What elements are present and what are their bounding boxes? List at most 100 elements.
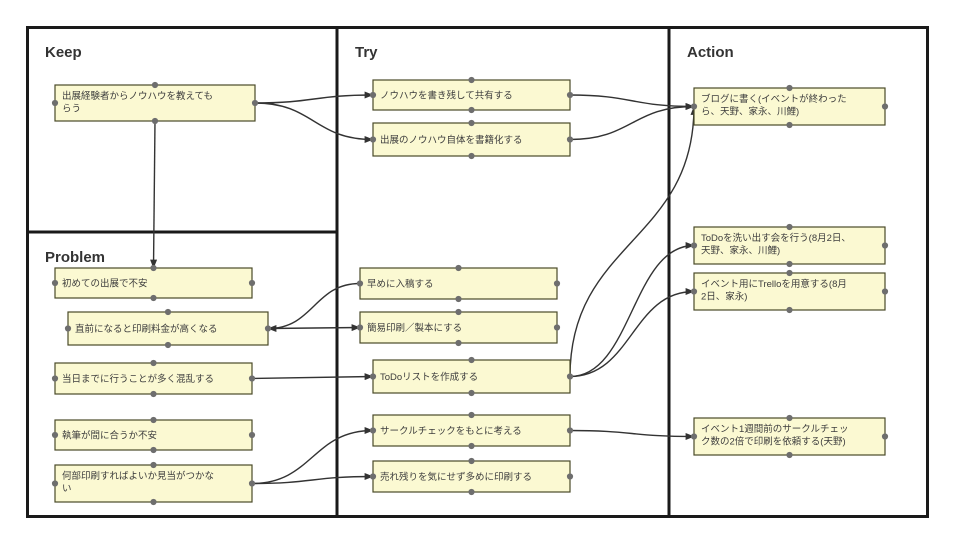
port-west[interactable]: [51, 431, 59, 439]
port-east[interactable]: [881, 242, 889, 249]
port-south[interactable]: [786, 451, 793, 459]
port-north[interactable]: [786, 84, 793, 92]
port-west[interactable]: [356, 280, 364, 287]
port-north[interactable]: [786, 223, 793, 231]
port-west[interactable]: [51, 480, 59, 487]
port-north[interactable]: [468, 356, 475, 364]
sticky-note-body[interactable]: [372, 79, 571, 111]
sticky-note[interactable]: 直前になると印刷料金が高くなる: [64, 308, 272, 349]
sticky-note-body[interactable]: [693, 87, 886, 126]
port-south[interactable]: [150, 446, 157, 454]
port-east[interactable]: [566, 473, 574, 480]
port-east[interactable]: [566, 91, 574, 99]
sticky-note[interactable]: イベント用にTrelloを用意する(8月2日、家永): [690, 269, 889, 314]
port-west[interactable]: [51, 279, 59, 287]
sticky-note[interactable]: 当日までに行うことが多く混乱する: [51, 359, 256, 398]
port-north[interactable]: [150, 264, 157, 272]
port-north[interactable]: [468, 119, 475, 127]
port-south[interactable]: [468, 442, 475, 450]
port-south[interactable]: [786, 121, 793, 129]
connector-p5-to-t7[interactable]: [251, 473, 374, 485]
connector-t5-to-a1[interactable]: [569, 105, 698, 377]
sticky-note-body[interactable]: [54, 464, 253, 503]
port-north[interactable]: [150, 461, 157, 469]
port-east[interactable]: [553, 280, 561, 287]
port-west[interactable]: [369, 427, 377, 434]
connector-p5-to-t6[interactable]: [251, 427, 374, 485]
connector-t6-to-a4[interactable]: [569, 429, 695, 440]
port-south[interactable]: [468, 389, 475, 397]
port-south[interactable]: [468, 488, 475, 496]
port-west[interactable]: [369, 373, 377, 380]
port-west[interactable]: [64, 325, 72, 332]
port-east[interactable]: [248, 375, 256, 382]
port-north[interactable]: [150, 416, 157, 424]
sticky-note[interactable]: 出展のノウハウ自体を書籍化する: [369, 119, 574, 160]
port-south[interactable]: [164, 341, 172, 349]
port-west[interactable]: [369, 91, 377, 99]
port-east[interactable]: [881, 103, 889, 110]
port-west[interactable]: [369, 473, 377, 480]
port-north[interactable]: [164, 308, 172, 316]
sticky-note[interactable]: サークルチェックをもとに考える: [369, 411, 574, 450]
sticky-note[interactable]: ToDoを洗い出す会を行う(8月2日、天野、家永、川鯉): [690, 223, 889, 268]
port-east[interactable]: [881, 288, 889, 295]
port-south[interactable]: [455, 339, 462, 347]
port-west[interactable]: [51, 375, 59, 382]
port-south[interactable]: [468, 152, 475, 160]
port-south[interactable]: [455, 295, 462, 303]
port-south[interactable]: [150, 498, 157, 506]
port-west[interactable]: [356, 324, 364, 331]
connector-p3-to-t5[interactable]: [251, 373, 374, 381]
port-east[interactable]: [264, 325, 272, 332]
port-north[interactable]: [150, 359, 157, 367]
connector-k1-to-t1[interactable]: [254, 91, 374, 104]
sticky-note-body[interactable]: [359, 311, 558, 344]
port-north[interactable]: [455, 308, 462, 316]
sticky-note[interactable]: 早めに入稿する: [356, 264, 561, 303]
connector-t5-to-a2[interactable]: [569, 242, 695, 378]
connector-k1-to-p1[interactable]: [150, 120, 158, 269]
port-east[interactable]: [566, 427, 574, 434]
port-east[interactable]: [566, 136, 574, 143]
sticky-note[interactable]: ノウハウを書き残して共有する: [369, 76, 574, 114]
sticky-note[interactable]: 執筆が間に合うか不安: [51, 416, 256, 454]
connector-t5-to-a3[interactable]: [569, 288, 695, 378]
connector-t2-to-a1[interactable]: [569, 103, 695, 141]
port-east[interactable]: [881, 433, 889, 440]
port-east[interactable]: [553, 324, 561, 331]
sticky-note[interactable]: 売れ残りを気にせず多めに印刷する: [369, 457, 574, 496]
port-east[interactable]: [248, 431, 256, 439]
connector-t1-to-a1[interactable]: [569, 94, 695, 110]
port-north[interactable]: [786, 414, 793, 422]
connector-p2-to-t4[interactable]: [267, 324, 361, 332]
port-north[interactable]: [468, 457, 475, 465]
port-east[interactable]: [248, 279, 256, 287]
sticky-note[interactable]: 初めての出展で不安: [51, 264, 256, 302]
port-west[interactable]: [690, 288, 698, 295]
port-west[interactable]: [690, 103, 698, 110]
port-south[interactable]: [151, 117, 159, 125]
port-east[interactable]: [248, 480, 256, 487]
port-west[interactable]: [690, 433, 698, 440]
port-east[interactable]: [251, 99, 259, 107]
port-west[interactable]: [690, 242, 698, 249]
sticky-note[interactable]: 簡易印刷／製本にする: [356, 308, 561, 347]
port-north[interactable]: [455, 264, 462, 272]
port-south[interactable]: [468, 106, 475, 114]
port-north[interactable]: [151, 81, 159, 89]
connector-t3-to-p2[interactable]: [267, 282, 361, 332]
port-west[interactable]: [369, 136, 377, 143]
port-north[interactable]: [468, 411, 475, 419]
sticky-note[interactable]: ToDoリストを作成する: [369, 356, 574, 397]
sticky-note-body[interactable]: [54, 267, 253, 299]
connector-k1-to-t2[interactable]: [254, 102, 374, 143]
sticky-note-body[interactable]: [693, 226, 886, 265]
port-east[interactable]: [566, 373, 574, 380]
port-north[interactable]: [468, 76, 475, 84]
port-south[interactable]: [150, 294, 157, 302]
